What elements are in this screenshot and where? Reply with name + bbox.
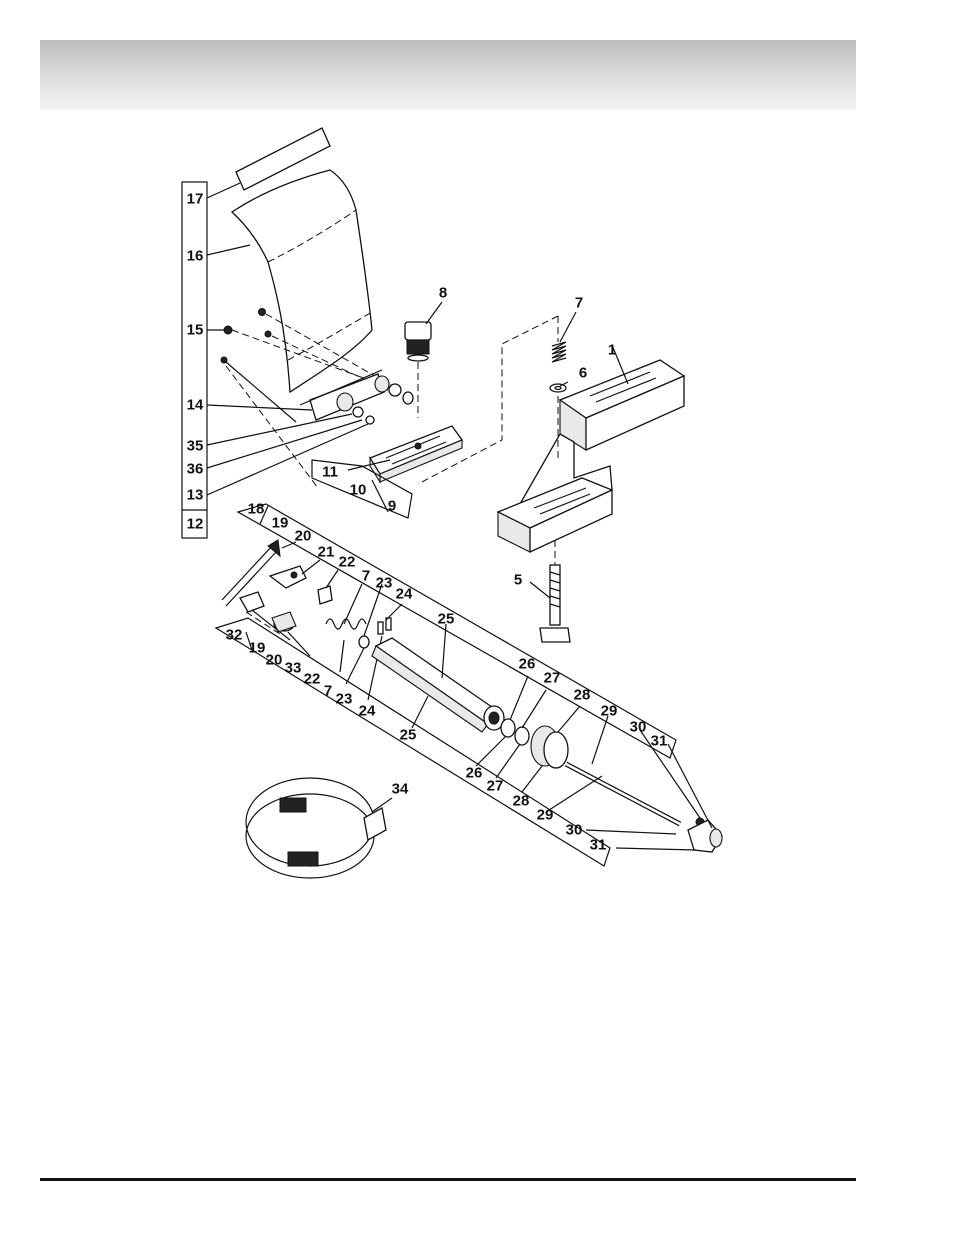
parts-26-27-28-rings-knob — [476, 676, 580, 792]
part-1-main-block — [498, 345, 684, 552]
callout-30-lower: 30 — [566, 822, 583, 839]
callout-32: 32 — [226, 627, 243, 644]
callout-7-middle: 7 — [362, 568, 370, 585]
callout-31-lower: 31 — [590, 837, 607, 854]
callout-12: 12 — [187, 516, 204, 533]
callout-24-upper: 24 — [396, 586, 413, 603]
callout-7-lower: 7 — [324, 683, 332, 700]
part-25-tube — [372, 624, 504, 732]
callout-29-upper: 29 — [601, 703, 618, 720]
callout-17: 17 — [187, 191, 204, 208]
left-callout-column — [182, 182, 207, 538]
callout-27-upper: 27 — [544, 670, 561, 687]
callout-26-upper: 26 — [519, 656, 536, 673]
callout-18: 18 — [248, 501, 265, 518]
callout-33: 33 — [285, 660, 302, 677]
callout-27-lower: 27 — [487, 778, 504, 795]
callout-14: 14 — [187, 397, 204, 414]
callout-22-upper: 22 — [339, 554, 356, 571]
callout-28-lower: 28 — [513, 793, 530, 810]
callout-20-lower: 20 — [266, 652, 283, 669]
part-34-band — [246, 778, 392, 878]
callout-1: 1 — [608, 342, 616, 359]
callout-6: 6 — [579, 365, 587, 382]
callout-16: 16 — [187, 248, 204, 265]
callout-8: 8 — [439, 285, 447, 302]
callout-31-upper: 31 — [651, 733, 668, 750]
callout-19-upper: 19 — [272, 515, 289, 532]
callout-11: 11 — [322, 464, 338, 481]
callout-7-upper: 7 — [575, 295, 583, 312]
callout-9: 9 — [388, 498, 396, 515]
callout-29-lower: 29 — [537, 807, 554, 824]
callout-24-lower: 24 — [359, 703, 376, 720]
callout-35: 35 — [187, 438, 204, 455]
callout-19-lower: 19 — [249, 640, 266, 657]
callout-22-lower: 22 — [304, 671, 321, 688]
part-16-shield — [207, 170, 372, 392]
callout-34: 34 — [392, 781, 409, 798]
callout-36: 36 — [187, 461, 204, 478]
callout-25-upper: 25 — [438, 611, 455, 628]
callout-10: 10 — [350, 482, 367, 499]
part-5-bolt — [530, 540, 570, 642]
callout-25-lower: 25 — [400, 727, 417, 744]
callout-21: 21 — [318, 544, 335, 561]
callout-5: 5 — [514, 572, 522, 589]
callout-20-upper: 20 — [295, 528, 312, 545]
callout-23-upper: 23 — [376, 575, 393, 592]
part-10-slotted-base — [370, 426, 462, 482]
callout-30-upper: 30 — [630, 719, 647, 736]
callout-15: 15 — [187, 322, 204, 339]
callout-23-lower: 23 — [336, 691, 353, 708]
callout-13: 13 — [187, 487, 204, 504]
callout-28-upper: 28 — [574, 687, 591, 704]
callout-26-lower: 26 — [466, 765, 483, 782]
